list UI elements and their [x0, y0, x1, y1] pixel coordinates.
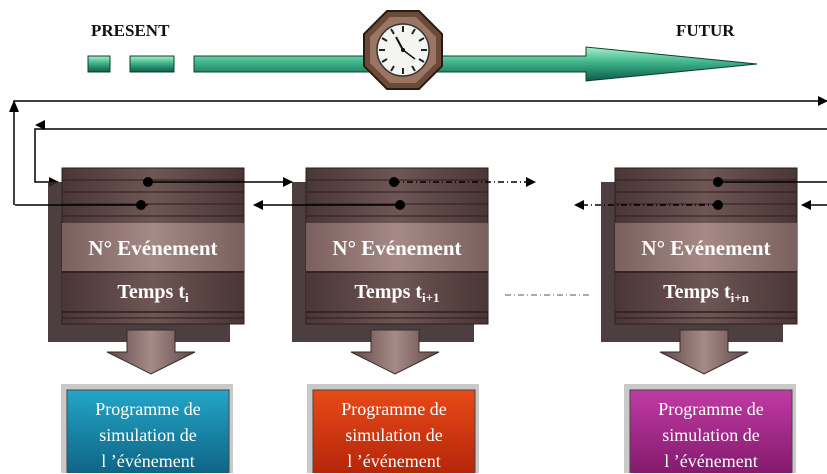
event-number-band — [615, 223, 797, 271]
event-n-time-label: Temps ti+n — [663, 281, 749, 305]
event-2-time-label: Temps ti+1 — [354, 281, 440, 305]
event-time-band — [306, 273, 488, 311]
dot-next-n — [713, 177, 723, 187]
dot-prev-2 — [395, 200, 405, 210]
timeline-dash-1 — [87, 55, 111, 73]
clock-icon — [363, 10, 443, 90]
event-1-number-label: N° Evénement — [88, 236, 218, 260]
future-label: FUTUR — [676, 21, 735, 40]
event-time-band — [62, 273, 244, 311]
pointer-dots — [136, 177, 723, 210]
event-n-number-label: N° Evénement — [641, 236, 771, 260]
event-number-band — [62, 223, 244, 271]
down-arrow — [106, 329, 196, 375]
present-label: PRESENT — [91, 21, 170, 40]
event-blocks — [48, 167, 798, 473]
block-connectors — [15, 177, 827, 296]
loop-arrowhead-left — [35, 120, 45, 130]
program-box — [66, 389, 230, 473]
dot-prev-n — [713, 200, 723, 210]
dot-next-1 — [143, 177, 153, 187]
dot-prev-1 — [136, 200, 146, 210]
program-box-2-text: Programme de simulation de l ’événement — [341, 399, 447, 471]
dot-next-2 — [389, 177, 399, 187]
event-1-time-label: Temps ti — [117, 281, 189, 305]
program-box-1-text: Programme de simulation de l ’événement — [95, 399, 201, 471]
down-arrow — [350, 329, 440, 375]
timeline-main-arrow — [193, 46, 758, 82]
event-time-band — [615, 273, 797, 311]
loop-arrow-inner — [34, 128, 827, 187]
event-number-band — [306, 223, 488, 271]
event-2-number-label: N° Evénement — [332, 236, 462, 260]
timeline-arrow — [87, 46, 758, 82]
loop-arrowhead-up — [9, 100, 19, 112]
program-box-n-text: Programme de simulation de l ’événement — [658, 399, 764, 471]
program-box — [312, 389, 476, 473]
timeline-dash-2 — [129, 55, 175, 73]
program-box — [629, 389, 793, 473]
down-arrow — [659, 329, 749, 375]
